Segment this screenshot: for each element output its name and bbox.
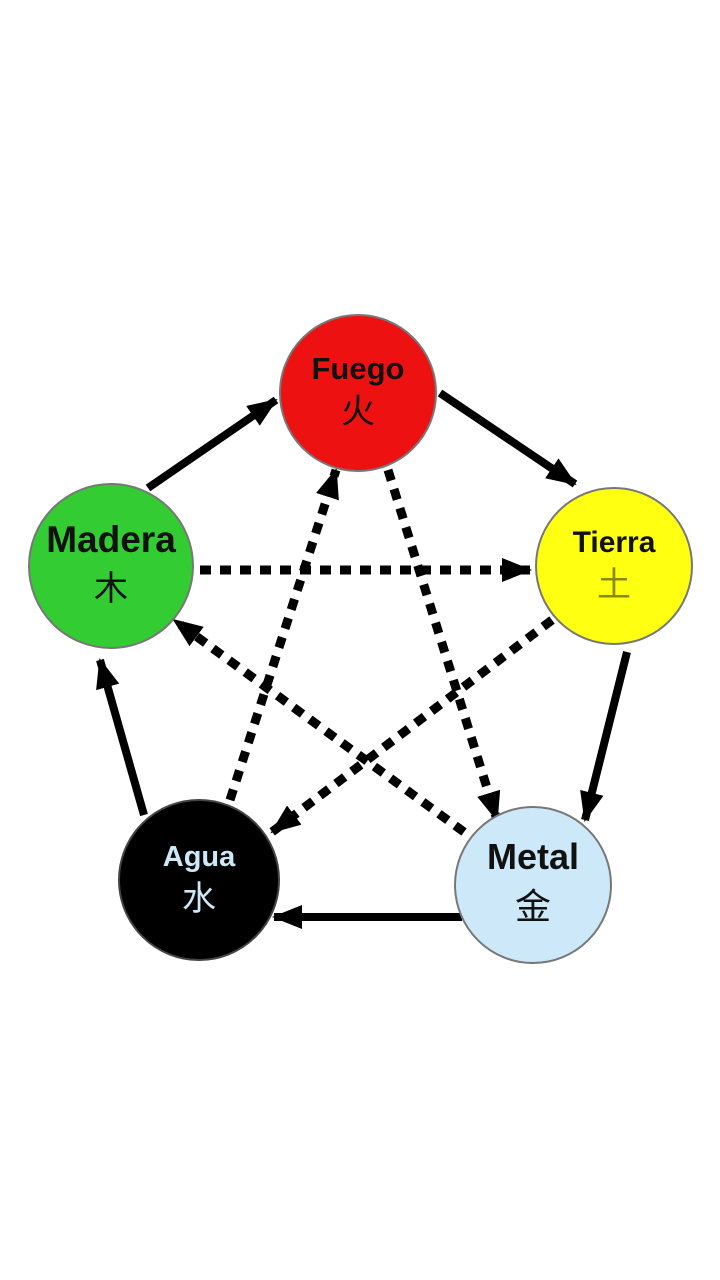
node-fuego: Fuego 火: [279, 314, 437, 472]
generate-arrow-agua-to-madera: [96, 658, 148, 817]
metal-glyph: 金: [515, 887, 551, 928]
generating-cycle-arrows: [96, 389, 631, 929]
controlling-cycle-arrows: [171, 468, 555, 836]
node-tierra: Tierra 土: [535, 487, 693, 645]
fuego-label: Fuego: [312, 351, 405, 386]
control-arrow-agua-to-fuego: [225, 468, 341, 802]
node-madera: Madera 木: [28, 483, 194, 649]
agua-glyph: 水: [182, 879, 216, 919]
generate-arrow-fuego-to-tierra: [437, 389, 578, 488]
metal-label: Metal: [487, 836, 579, 877]
madera-glyph: 木: [94, 569, 128, 609]
generate-arrow-madera-to-fuego: [145, 396, 279, 492]
madera-circle: [28, 483, 194, 649]
node-metal: Metal 金: [454, 806, 612, 964]
fuego-glyph: 火: [341, 392, 375, 432]
metal-circle: [454, 806, 612, 964]
tierra-label: Tierra: [573, 526, 656, 559]
madera-label: Madera: [46, 519, 176, 560]
control-arrow-fuego-to-metal: [383, 468, 502, 822]
element-nodes: Fuego 火 Tierra 土 Metal 金 Agua 水 Madera 木: [28, 314, 693, 964]
control-arrow-metal-to-madera: [171, 616, 467, 836]
tierra-glyph: 土: [597, 565, 631, 605]
agua-label: Agua: [163, 841, 236, 873]
fuego-circle: [279, 314, 437, 472]
node-agua: Agua 水: [118, 799, 280, 961]
agua-circle: [118, 799, 280, 961]
tierra-circle: [535, 487, 693, 645]
generate-arrow-tierra-to-metal: [580, 651, 631, 822]
